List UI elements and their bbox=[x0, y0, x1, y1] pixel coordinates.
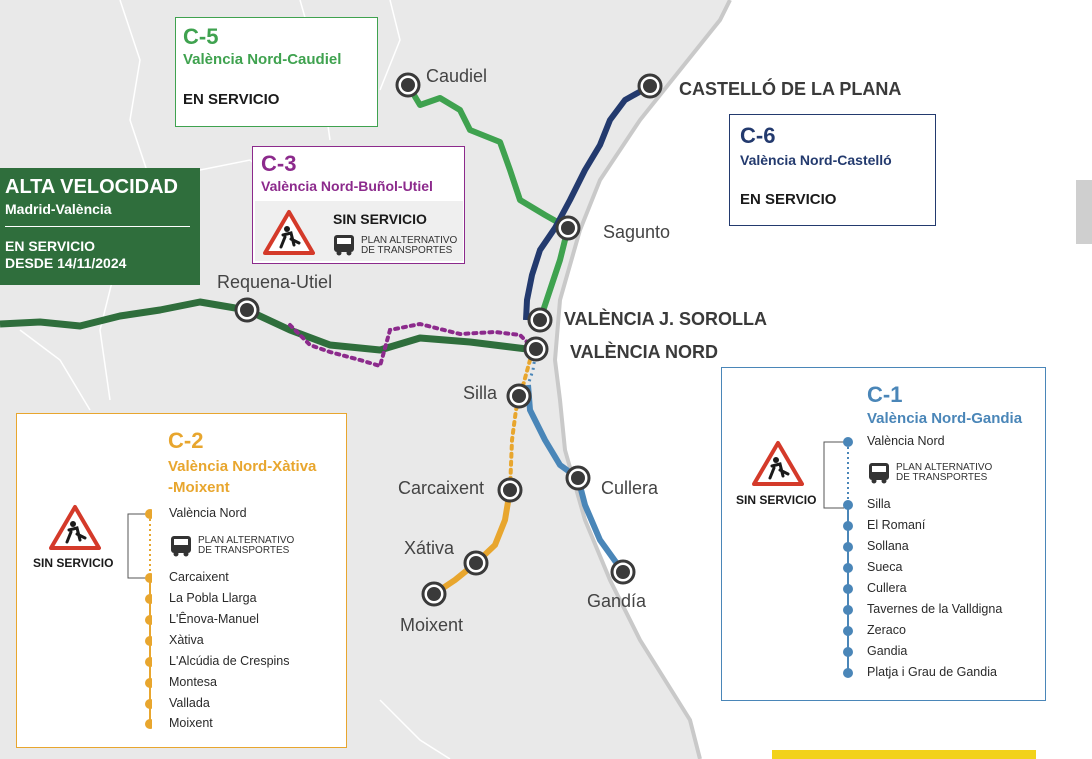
c2-station: Vallada bbox=[169, 696, 210, 710]
c3-card: C-3 València Nord-Buñol-Utiel SIN SERVIC… bbox=[252, 146, 465, 264]
c5-status: EN SERVICIO bbox=[183, 91, 280, 108]
c2-route: València Nord-Xàtiva -Moixent bbox=[168, 458, 317, 496]
c5-code: C-5 bbox=[183, 24, 219, 49]
c3-status: SIN SERVICIO bbox=[333, 211, 427, 227]
c2-warning-icon bbox=[49, 505, 101, 550]
label-carcaixent: Carcaixent bbox=[398, 478, 485, 498]
warning-icon bbox=[263, 210, 315, 255]
c1-station: València Nord bbox=[867, 434, 945, 448]
c2-station: La Pobla Llarga bbox=[169, 591, 257, 605]
label-cullera: Cullera bbox=[601, 478, 659, 498]
c3-code: C-3 bbox=[261, 151, 297, 176]
c1-station: Zeraco bbox=[867, 623, 906, 637]
av-title: ALTA VELOCIDAD bbox=[5, 176, 178, 198]
legend-tab bbox=[772, 750, 1036, 759]
c2-status: SIN SERVICIO bbox=[33, 556, 114, 570]
line-c5 bbox=[405, 83, 571, 321]
c2-card: C-2 València Nord-Xàtiva -Moixent SIN SE… bbox=[16, 413, 347, 748]
c1-code: C-1 bbox=[867, 382, 903, 407]
av-divider bbox=[5, 226, 190, 227]
c1-station: Sollana bbox=[867, 539, 909, 553]
label-gandia: Gandía bbox=[587, 591, 647, 611]
label-sorolla: VALÈNCIA J. SOROLLA bbox=[564, 309, 768, 329]
c1-bus-icon bbox=[869, 463, 889, 484]
c2-alt-plan: PLAN ALTERNATIVO DE TRANSPORTES bbox=[198, 535, 295, 556]
scrollbar-thumb[interactable] bbox=[1076, 180, 1092, 244]
label-requena: Requena-Utiel bbox=[217, 272, 333, 292]
c1-route: València Nord-Gandia bbox=[867, 410, 1023, 427]
station-markers bbox=[234, 72, 663, 607]
c2-station: Montesa bbox=[169, 675, 217, 689]
c2-code: C-2 bbox=[168, 428, 204, 453]
c1-timeline bbox=[823, 437, 853, 678]
c2-station: L'Alcúdia de Crespins bbox=[169, 654, 290, 668]
label-caudiel: Caudiel bbox=[426, 66, 488, 86]
c1-station: Cullera bbox=[867, 581, 907, 595]
c1-warning-icon bbox=[752, 441, 804, 486]
c6-status: EN SERVICIO bbox=[740, 191, 837, 208]
line-c3 bbox=[288, 321, 537, 369]
c2-timeline bbox=[127, 509, 152, 729]
c2-station: Xàtiva bbox=[169, 633, 204, 647]
c2-station: Carcaixent bbox=[169, 570, 229, 584]
c6-card: C-6 València Nord-Castelló EN SERVICIO bbox=[729, 114, 936, 226]
label-nord: VALÈNCIA NORD bbox=[570, 342, 718, 362]
line-c6 bbox=[523, 83, 652, 321]
c1-station: Silla bbox=[867, 497, 891, 511]
av-route: Madrid-València bbox=[5, 201, 112, 217]
line-c2 bbox=[432, 489, 513, 597]
c1-alt-plan: PLAN ALTERNATIVO DE TRANSPORTES bbox=[896, 462, 993, 483]
c3-alt-plan: PLAN ALTERNATIVO DE TRANSPORTES bbox=[361, 235, 458, 256]
c1-station: Tavernes de la Valldigna bbox=[867, 602, 1003, 616]
c5-card: C-5 València Nord-Caudiel EN SERVICIO bbox=[175, 17, 378, 127]
line-c2-dotted bbox=[508, 358, 532, 492]
c3-route: València Nord-Buñol-Utiel bbox=[261, 178, 433, 194]
c1-card: C-1 València Nord-Gandia SIN SERVICIO bbox=[721, 367, 1046, 701]
av-card: ALTA VELOCIDAD Madrid-València EN SERVIC… bbox=[0, 168, 200, 285]
c1-station: Gandia bbox=[867, 644, 908, 658]
c2-station: Moixent bbox=[169, 716, 213, 730]
coastline bbox=[552, 0, 732, 759]
c1-station: Sueca bbox=[867, 560, 903, 574]
c1-station: Platja i Grau de Gandia bbox=[867, 665, 997, 679]
label-sagunto: Sagunto bbox=[603, 222, 671, 242]
c6-route: València Nord-Castelló bbox=[740, 152, 892, 168]
c1-status: SIN SERVICIO bbox=[736, 493, 817, 507]
label-moixent: Moixent bbox=[400, 615, 464, 635]
c6-code: C-6 bbox=[740, 123, 776, 148]
c2-station: L'Ênova-Manuel bbox=[169, 612, 259, 626]
label-castello: CASTELLÓ DE LA PLANA bbox=[679, 79, 902, 99]
av-status: EN SERVICIO DESDE 14/11/2024 bbox=[5, 238, 127, 271]
label-xativa: Xátiva bbox=[404, 538, 455, 558]
c1-station: El Romaní bbox=[867, 518, 926, 532]
bus-icon bbox=[334, 235, 354, 256]
c2-station: València Nord bbox=[169, 506, 247, 520]
c2-bus-icon bbox=[171, 536, 191, 557]
c3-info-panel: SIN SERVICIO PLAN ALTERNATIVO DE TRANSPO… bbox=[255, 201, 463, 261]
c5-route: València Nord-Caudiel bbox=[183, 51, 342, 68]
label-silla: Silla bbox=[463, 383, 498, 403]
